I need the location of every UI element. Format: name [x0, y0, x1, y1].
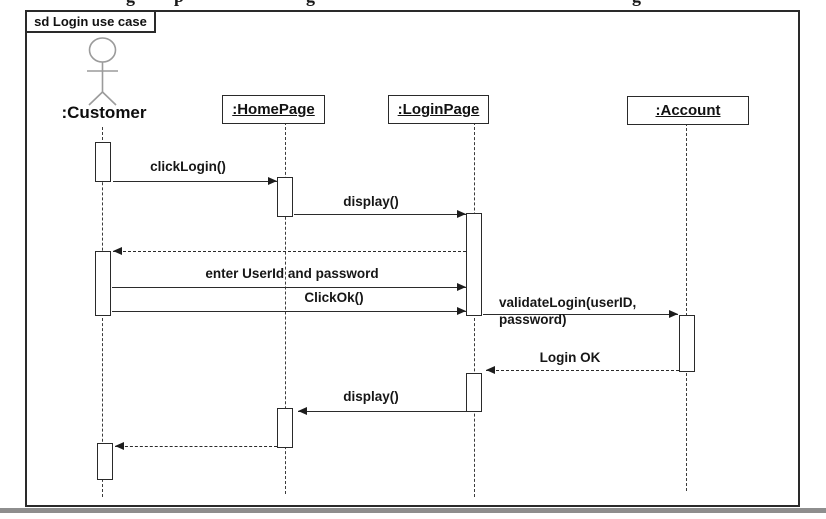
lifeline-head-account: :Account [627, 96, 749, 125]
message-label-enter-credentials: enter UserId and password [205, 266, 379, 281]
arrowhead-icon [115, 442, 124, 450]
arrowhead-icon [268, 177, 277, 185]
cropped-glyph: p [174, 0, 184, 7]
frame-title: sd Login use case [25, 10, 156, 33]
lifeline-head-loginpage-label: :LoginPage [397, 101, 480, 118]
arrowhead-icon [457, 283, 466, 291]
activation-bar-loginpage-1 [466, 213, 482, 316]
message-line-clicklogin [113, 181, 277, 182]
activation-bar-homepage-1 [277, 177, 293, 217]
return-line-homepage-customer [115, 446, 277, 447]
bottom-divider [0, 508, 826, 513]
actor-icon [87, 37, 118, 106]
message-label-validatelogin: validateLogin(userID, password) [499, 295, 637, 327]
activation-bar-loginpage-2 [466, 373, 482, 412]
frame-title-label: sd Login use case [34, 14, 147, 29]
activation-bar-customer-3 [97, 443, 113, 480]
activation-bar-homepage-2 [277, 408, 293, 448]
activation-bar-account-1 [679, 315, 695, 372]
message-label-display-1: display() [343, 194, 399, 209]
activation-bar-customer-2 [95, 251, 111, 316]
arrowhead-icon [457, 210, 466, 218]
message-line-clickok [112, 311, 466, 312]
message-line-enter-credentials [112, 287, 466, 288]
arrowhead-icon [113, 247, 122, 255]
lifeline-head-loginpage: :LoginPage [388, 95, 489, 124]
lifeline-head-account-label: :Account [655, 102, 721, 119]
arrowhead-icon [457, 307, 466, 315]
arrowhead-icon [298, 407, 307, 415]
lifeline-homepage [285, 122, 286, 494]
lifeline-head-homepage-label: :HomePage [232, 101, 315, 118]
diagram-frame [25, 10, 800, 507]
message-label-clickok: ClickOk() [304, 290, 364, 305]
return-line-loginok [486, 370, 679, 371]
message-label-display-2: display() [343, 389, 399, 404]
cropped-glyph: g [126, 0, 135, 7]
actor-name: :Customer [61, 103, 147, 122]
lifeline-account [686, 123, 687, 491]
arrowhead-icon [486, 366, 495, 374]
message-line-display-1 [294, 214, 466, 215]
lifeline-head-homepage: :HomePage [222, 95, 325, 124]
message-label-loginok: Login OK [539, 350, 601, 365]
cropped-glyph: g [632, 0, 641, 7]
message-line-display-2 [298, 411, 466, 412]
arrowhead-icon [669, 310, 678, 318]
message-line-validatelogin [483, 314, 678, 315]
activation-bar-customer-1 [95, 142, 111, 182]
cropped-glyph: g [306, 0, 315, 7]
message-label-clicklogin: clickLogin() [150, 159, 226, 174]
return-line-loginpage-customer [113, 251, 466, 252]
cropped-caption: g p g g [0, 0, 826, 7]
